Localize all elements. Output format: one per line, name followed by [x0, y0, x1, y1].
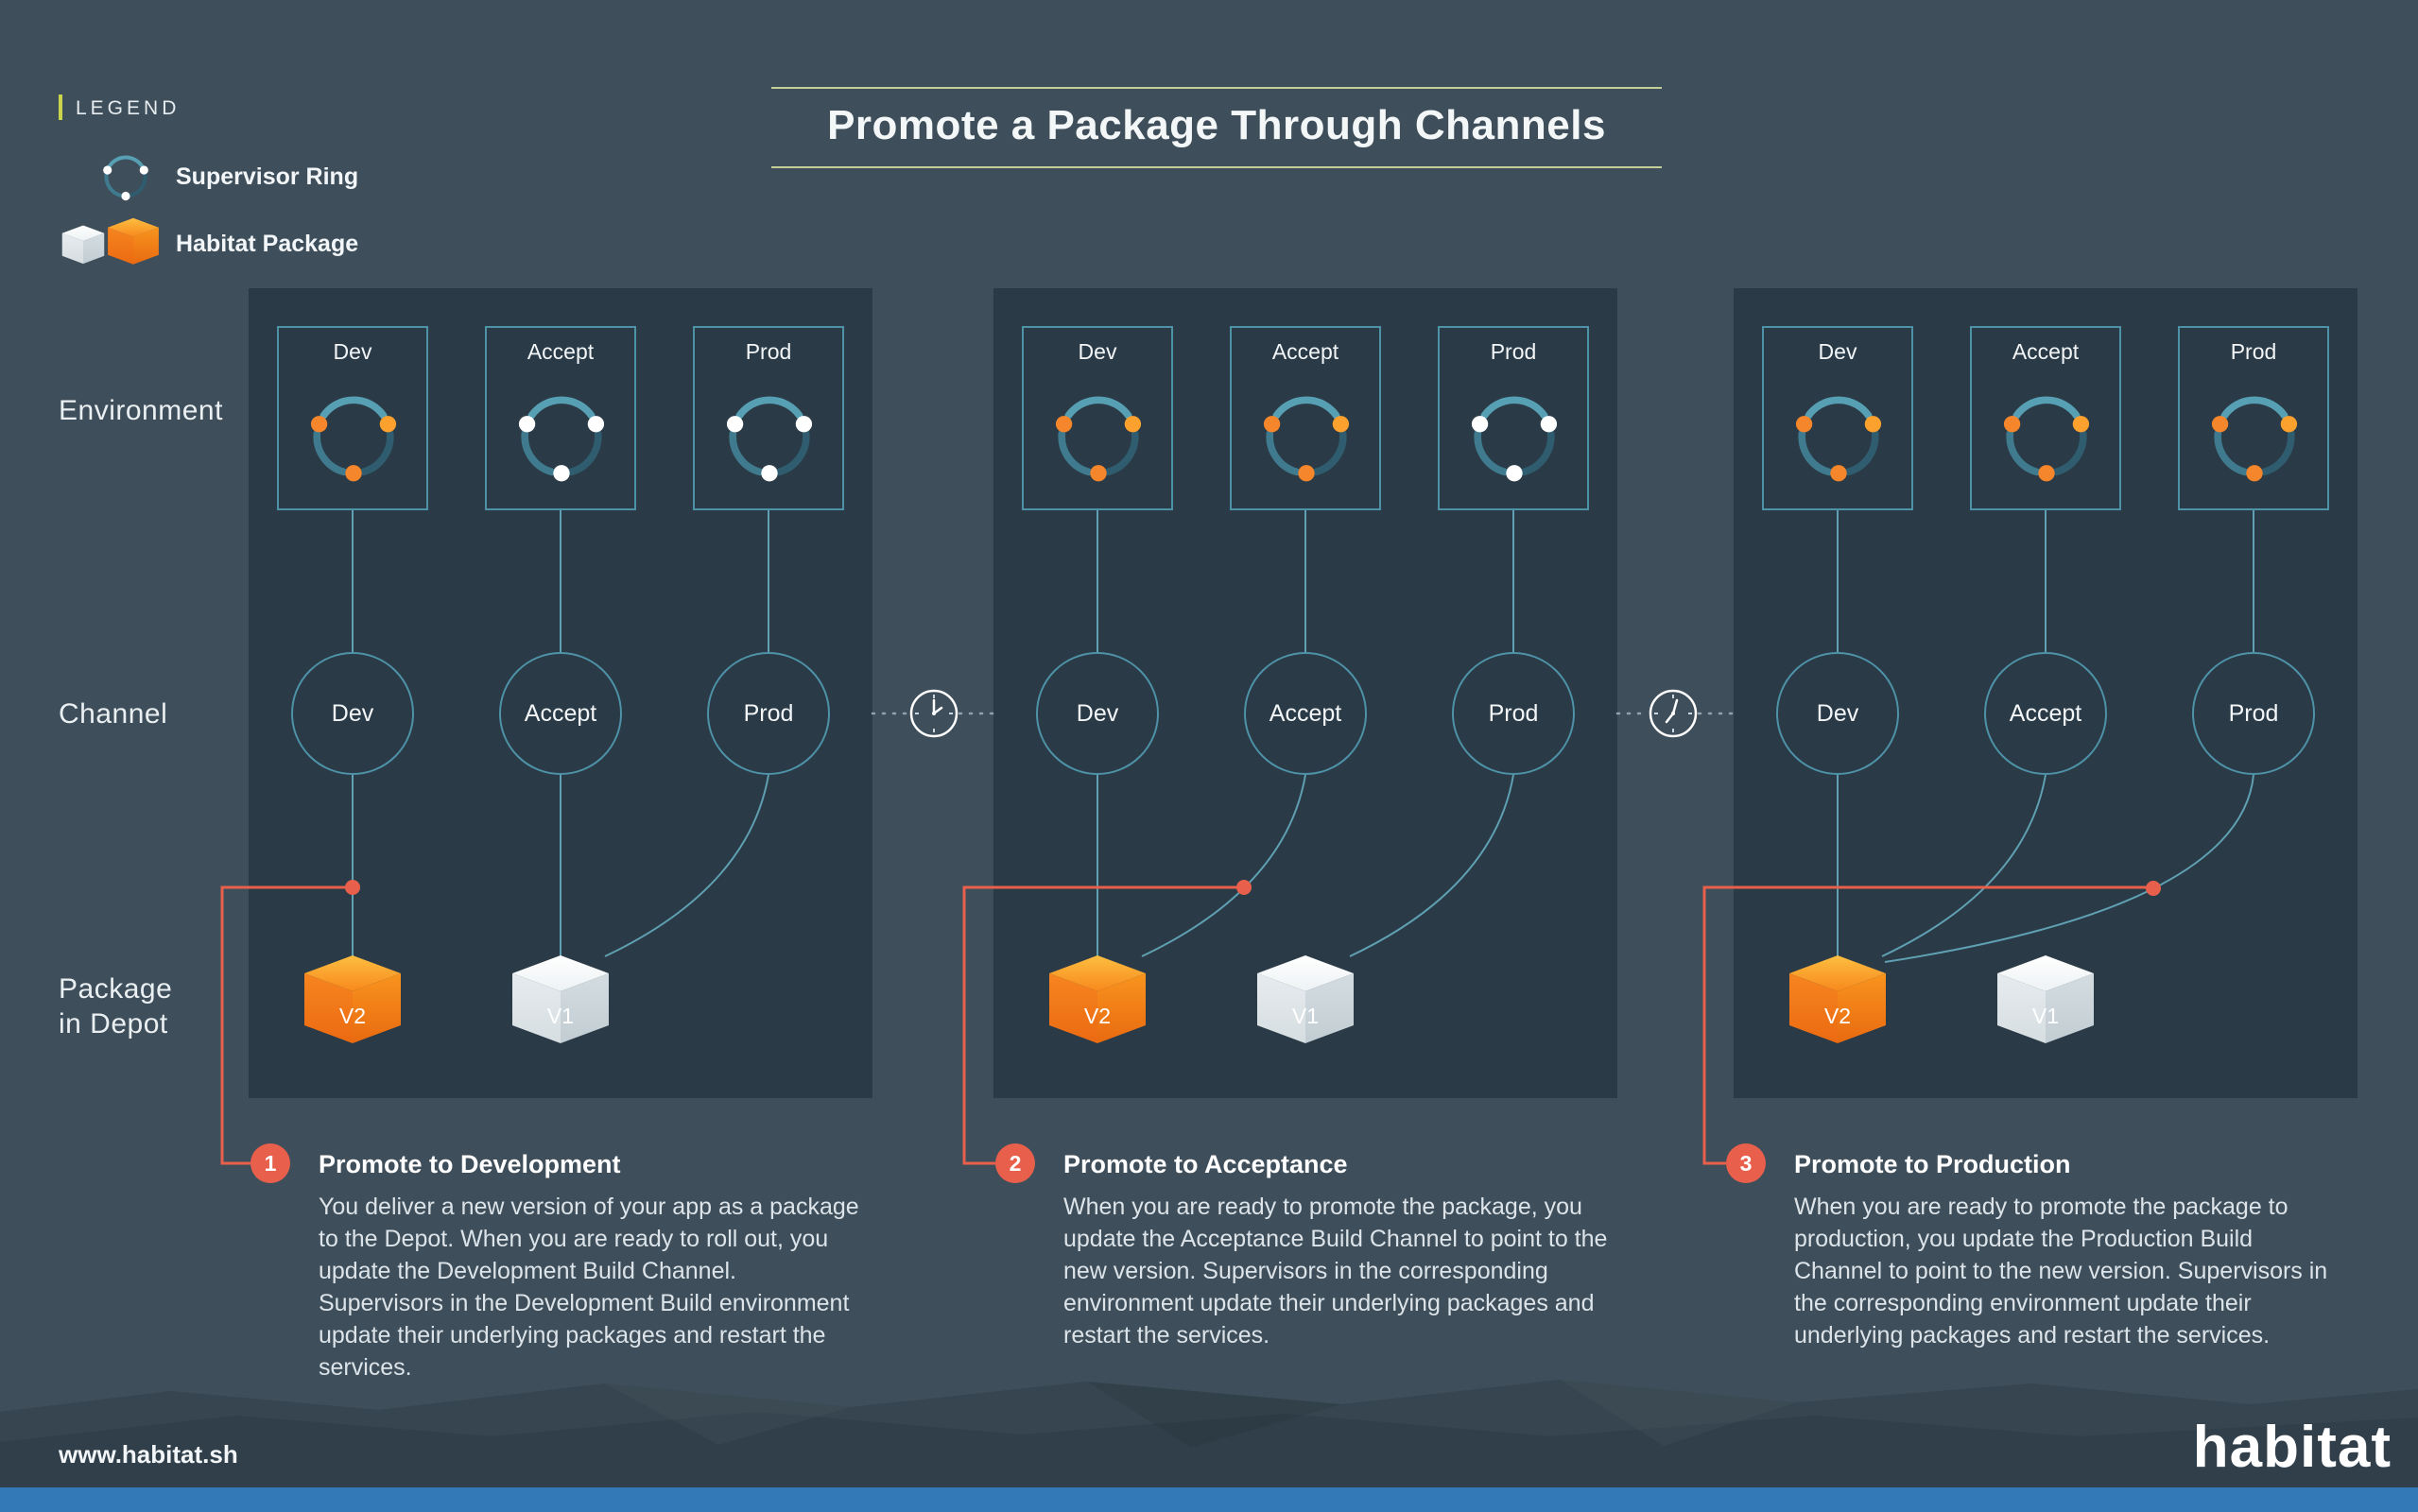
channel-node-dev: Dev: [1036, 652, 1159, 775]
channel-node-prod: Prod: [707, 652, 830, 775]
package-version-label: V1: [1291, 1004, 1320, 1028]
environment-box-accept: Accept: [1230, 326, 1381, 510]
environment-label: Prod: [2230, 339, 2277, 364]
step-description: When you are ready to promote the packag…: [1063, 1194, 1608, 1349]
supervisor-ring-icon: [2003, 396, 2090, 482]
step-number-badge: 3: [1726, 1143, 1766, 1183]
package-icon-white: [1997, 955, 2094, 1043]
package-version-label: V2: [1823, 1004, 1852, 1028]
environment-box-accept: Accept: [1970, 326, 2121, 510]
environment-label: Prod: [1490, 339, 1537, 364]
channel-node-accept: Accept: [1984, 652, 2107, 775]
package-cube-v1: V1: [1253, 954, 1357, 1045]
time-elapsed-clock-icon: [908, 688, 959, 739]
package-cube-v2: V2: [1786, 954, 1890, 1045]
package-icon-white: [512, 955, 609, 1043]
environment-label: Prod: [745, 339, 792, 364]
supervisor-ring-icon: [1263, 396, 1350, 482]
package-version-label: V2: [1083, 1004, 1112, 1028]
supervisor-ring-icon: [1055, 396, 1142, 482]
legend-heading: LEGEND: [76, 97, 181, 119]
legend-accent-bar: [59, 94, 62, 120]
package-cube-v1: V1: [1994, 954, 2098, 1045]
package-icon-orange: [304, 955, 401, 1043]
package-version-label: V1: [546, 1004, 575, 1028]
environment-label: Accept: [1271, 339, 1339, 364]
page-title: Promote a Package Through Channels: [827, 102, 1606, 148]
step-description: You deliver a new version of your app as…: [319, 1194, 859, 1381]
row-label-package-in-depot: Package in Depot: [59, 973, 173, 1040]
package-cube-v1: V1: [509, 954, 613, 1045]
package-cube-v2: V2: [301, 954, 405, 1045]
supervisor-ring-icon: [726, 396, 813, 482]
step-heading: Promote to Production: [1794, 1150, 2071, 1178]
website-url: www.habitat.sh: [59, 1440, 238, 1469]
supervisor-ring-icon: [2211, 396, 2298, 482]
step-heading: Promote to Development: [319, 1150, 621, 1178]
package-icon-orange: [1789, 955, 1886, 1043]
environment-box-prod: Prod: [693, 326, 844, 510]
title-block: Promote a Package Through Channels: [771, 87, 1662, 168]
environment-label: Accept: [2012, 339, 2080, 364]
supervisor-ring-icon: [1795, 396, 1882, 482]
environment-label: Dev: [333, 339, 372, 364]
channel-node-dev: Dev: [291, 652, 414, 775]
package-icon-white: [1257, 955, 1354, 1043]
environment-box-dev: Dev: [1022, 326, 1173, 510]
package-version-label: V2: [338, 1004, 367, 1028]
step-number-badge: 1: [250, 1143, 290, 1183]
stage-panel-3-content: Dev Accept Prod: [1734, 288, 2358, 1098]
step-heading: Promote to Acceptance: [1063, 1150, 1348, 1178]
step-description: When you are ready to promote the packag…: [1794, 1194, 2328, 1349]
package-icon-orange: [1049, 955, 1146, 1043]
row-label-environment: Environment: [59, 395, 223, 426]
package-cube-v2: V2: [1045, 954, 1149, 1045]
environment-box-dev: Dev: [277, 326, 428, 510]
habitat-package-white-icon: [60, 225, 106, 265]
habitat-logo: habitat: [2192, 1415, 2392, 1480]
stage-panel-1-content: Dev Accept Prod: [249, 288, 872, 1098]
environment-label: Dev: [1078, 339, 1117, 364]
environment-box-accept: Accept: [485, 326, 636, 510]
mountain-ridge-graphic: [0, 1380, 2418, 1487]
supervisor-ring-icon: [518, 396, 605, 482]
environment-box-prod: Prod: [2178, 326, 2329, 510]
channel-node-accept: Accept: [1244, 652, 1367, 775]
supervisor-ring-icon: [103, 155, 148, 201]
supervisor-ring-icon: [310, 396, 397, 482]
time-elapsed-clock-icon: [1648, 688, 1699, 739]
footer-accent-bar: [0, 1487, 2418, 1512]
row-label-channel: Channel: [59, 698, 168, 730]
channel-node-dev: Dev: [1776, 652, 1899, 775]
step-number-badge: 2: [995, 1143, 1035, 1183]
habitat-package-orange-icon: [106, 217, 161, 266]
supervisor-ring-icon: [1471, 396, 1558, 482]
environment-label: Dev: [1818, 339, 1857, 364]
package-version-label: V1: [2031, 1004, 2060, 1028]
legend-item-label: Supervisor Ring: [176, 163, 359, 190]
legend-item-label: Habitat Package: [176, 231, 359, 257]
stage-panel-2-content: Dev Accept Prod: [993, 288, 1617, 1098]
channel-node-prod: Prod: [1452, 652, 1575, 775]
channel-node-accept: Accept: [499, 652, 622, 775]
environment-box-prod: Prod: [1438, 326, 1589, 510]
environment-label: Accept: [527, 339, 595, 364]
environment-box-dev: Dev: [1762, 326, 1913, 510]
channel-node-prod: Prod: [2192, 652, 2315, 775]
